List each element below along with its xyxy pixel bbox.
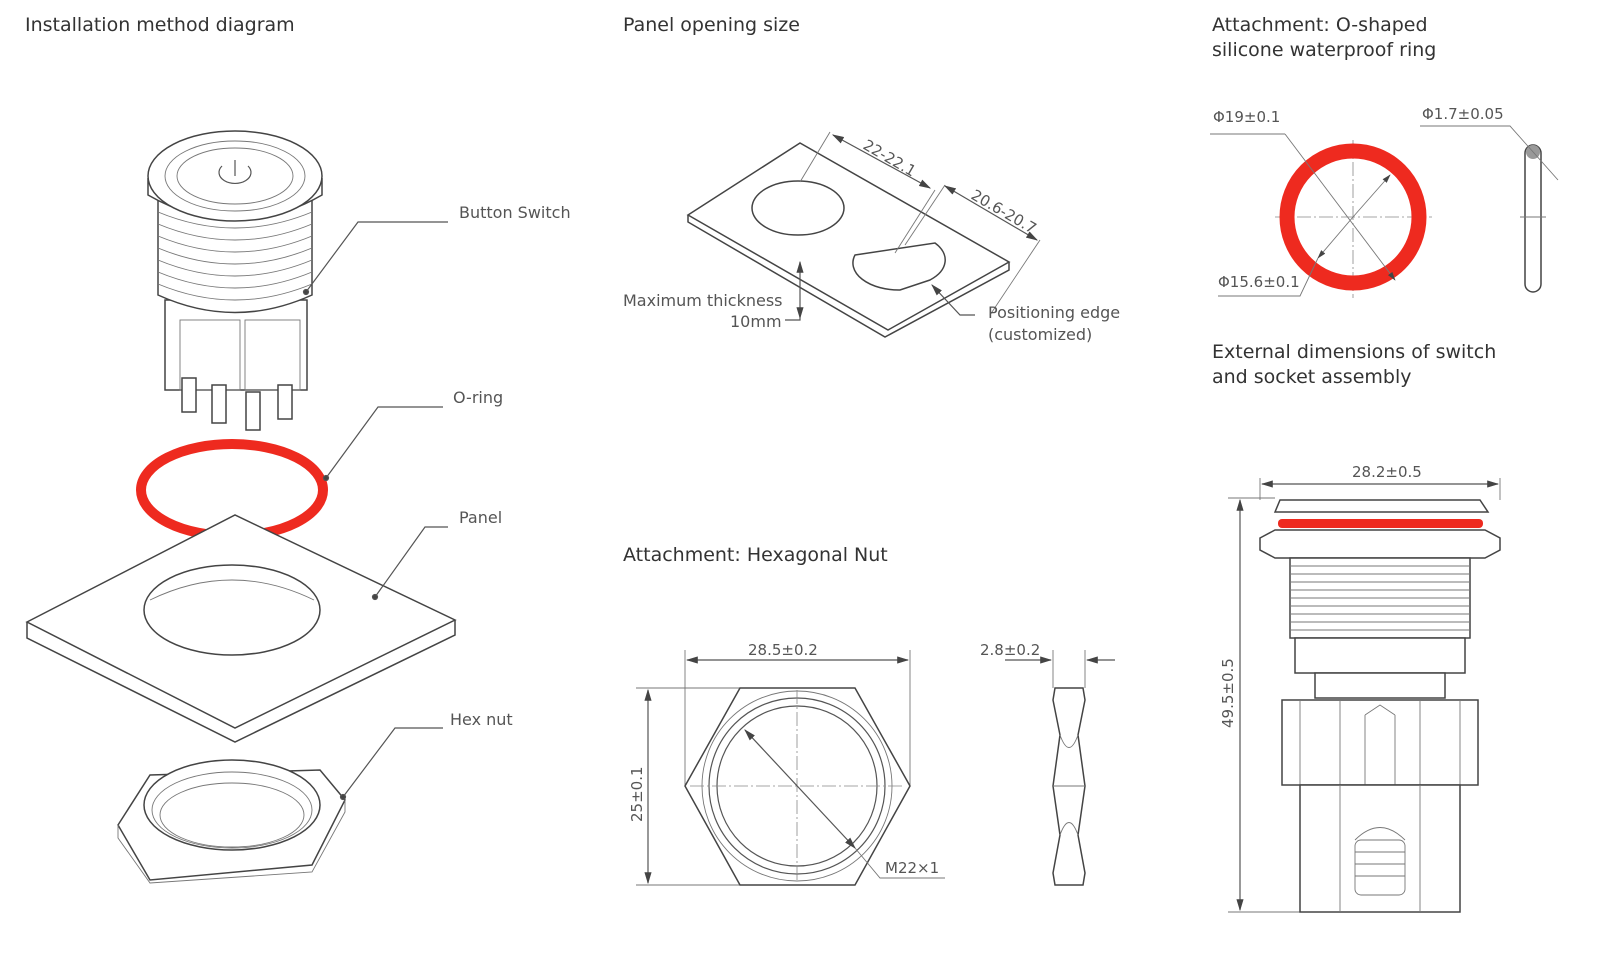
dim-flat-hole: 20.6-20.7	[968, 186, 1040, 238]
dim-nut-width: 28.5±0.2	[748, 641, 818, 659]
assembly-title-line1: External dimensions of switch	[1212, 341, 1496, 363]
hex-nut-drawing	[117, 759, 346, 884]
dim-thread: M22×1	[885, 859, 939, 877]
hex-nut-side-view	[1005, 650, 1115, 886]
oring-title-line2: silicone waterproof ring	[1212, 39, 1436, 61]
power-icon	[218, 160, 252, 185]
assembly-title-line2: and socket assembly	[1212, 366, 1411, 388]
label-oring: O-ring	[453, 388, 503, 407]
dim-outer-diameter: Φ19±0.1	[1213, 108, 1280, 126]
panel-drawing	[25, 514, 457, 743]
hex-nut-title: Attachment: Hexagonal Nut	[623, 544, 888, 566]
oring-drawing	[1210, 125, 1559, 298]
thickness-label: Maximum thickness	[623, 291, 783, 310]
leader-lines	[302, 221, 448, 801]
assembly-drawing	[1228, 478, 1501, 913]
panel-opening-drawing	[686, 131, 1041, 338]
thickness-value: 10mm	[730, 312, 782, 331]
hex-nut-front-view	[636, 650, 945, 886]
dim-assembly-width: 28.2±0.5	[1352, 463, 1422, 481]
dim-nut-thickness: 2.8±0.2	[980, 641, 1040, 659]
oring-title-line1: Attachment: O-shaped	[1212, 14, 1428, 36]
installation-title: Installation method diagram	[25, 14, 295, 36]
dim-nut-height: 25±0.1	[628, 766, 646, 822]
dim-cross-section: Φ1.7±0.05	[1422, 105, 1504, 123]
positioning-edge-label: Positioning edge	[988, 303, 1120, 322]
dim-round-hole: 22-22.1	[860, 136, 919, 181]
dim-assembly-height: 49.5±0.5	[1219, 658, 1237, 728]
label-panel: Panel	[459, 508, 502, 527]
positioning-edge-note: (customized)	[988, 325, 1092, 344]
label-button-switch: Button Switch	[459, 203, 571, 222]
button-switch-drawing	[147, 130, 323, 431]
dim-inner-diameter: Φ15.6±0.1	[1218, 273, 1300, 291]
label-hex-nut: Hex nut	[450, 710, 513, 729]
panel-opening-title: Panel opening size	[623, 14, 800, 36]
